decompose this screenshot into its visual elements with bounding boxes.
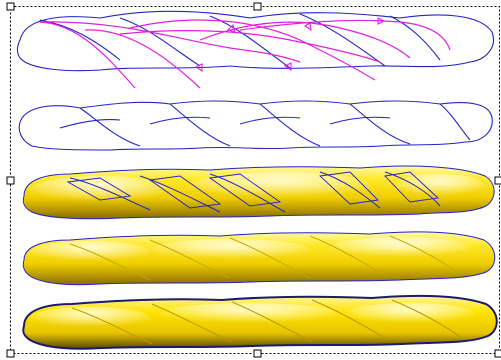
selection-handle-bottom-middle[interactable]	[253, 349, 262, 358]
twist-path-3[interactable]	[129, 19, 376, 81]
path-arrow-4	[377, 17, 386, 25]
gold-rope-dark[interactable]	[22, 295, 498, 350]
gold-rope[interactable]	[22, 231, 496, 286]
gold-rope-outlined[interactable]	[22, 165, 495, 220]
path-arrow-5	[303, 22, 312, 32]
twist-path-2[interactable]	[84, 29, 201, 89]
selection-handle-middle-left[interactable]	[6, 176, 15, 185]
twist-path-1[interactable]	[39, 21, 136, 89]
path-arrow-2	[194, 63, 203, 73]
selection-handle-bottom-left[interactable]	[6, 349, 15, 358]
path-arrow-1	[226, 23, 236, 33]
rope-twist-outline[interactable]	[18, 100, 493, 151]
rope-outline-with-paths[interactable]	[16, 10, 494, 89]
twist-path-4[interactable]	[199, 21, 411, 59]
twist-path-6[interactable]	[39, 21, 301, 63]
selection-handle-top-left[interactable]	[6, 2, 15, 11]
selection-handle-bottom-right[interactable]	[494, 349, 501, 358]
selection-handle-top-middle[interactable]	[253, 2, 262, 11]
twist-path-7[interactable]	[119, 30, 381, 63]
selection-handle-middle-right[interactable]	[494, 176, 501, 185]
twist-path-5[interactable]	[239, 19, 451, 51]
path-arrow-3	[283, 62, 292, 72]
